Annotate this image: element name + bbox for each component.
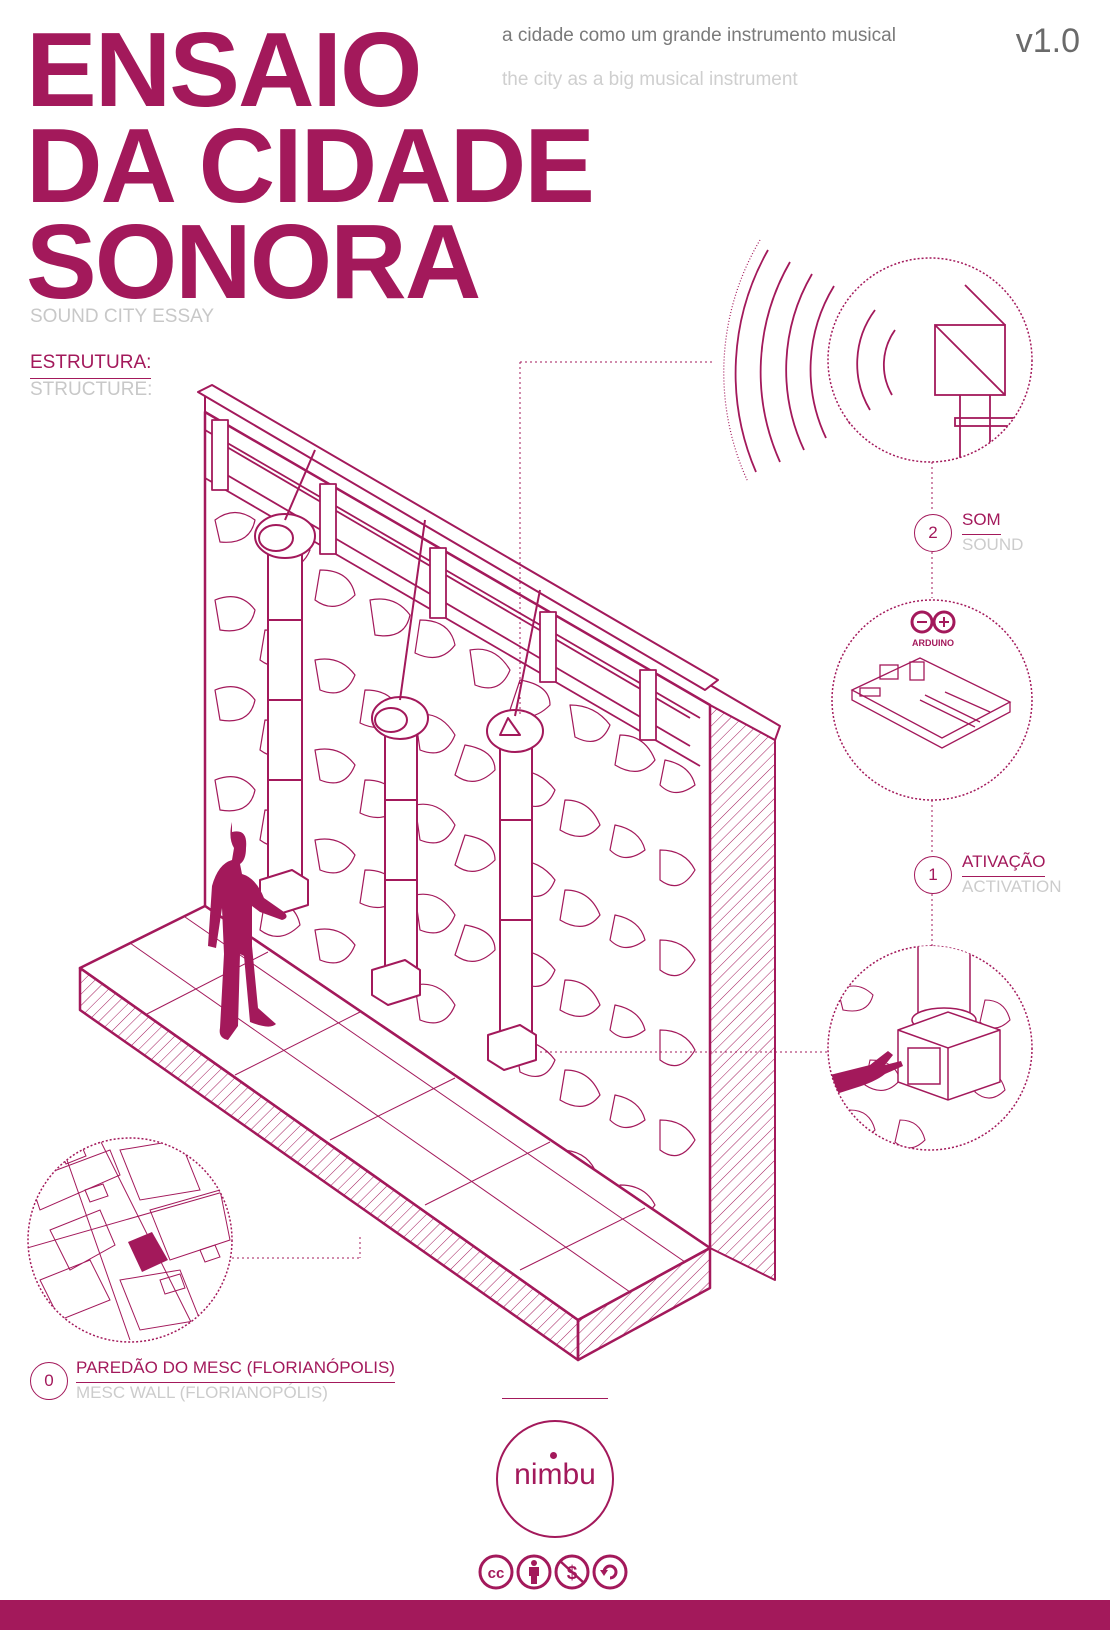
label-1-pt: ATIVAÇÃO	[962, 852, 1046, 877]
logo-divider	[502, 1398, 608, 1399]
sound-detail	[723, 239, 1033, 483]
cc-icon: cc	[478, 1554, 514, 1590]
by-icon	[516, 1554, 552, 1590]
label-2: SOM SOUND	[962, 510, 1023, 555]
arduino-detail: ARDUINO	[831, 599, 1033, 801]
railing	[204, 419, 701, 767]
wall-side	[709, 704, 776, 1281]
label-2-pt: SOM	[962, 510, 1001, 535]
label-1-number: 1	[914, 856, 952, 894]
label-1-en: ACTIVATION	[962, 877, 1062, 896]
logo-dot	[550, 1452, 557, 1459]
nc-icon: $	[554, 1554, 590, 1590]
label-0-number: 0	[30, 1362, 68, 1400]
title-line-1: ENSAIO	[26, 11, 422, 129]
title-line-3: SONORA	[26, 203, 481, 321]
pipe-2	[371, 696, 429, 1006]
version-label: v1.0	[1015, 22, 1080, 60]
platform-side	[576, 1246, 712, 1362]
hand-icon	[830, 1051, 903, 1096]
person-silhouette	[208, 822, 287, 1040]
pipe-3	[486, 709, 544, 1071]
tagline-pt: a cidade como um grande instrumento musi…	[502, 25, 896, 46]
license-icons: cc $	[478, 1554, 628, 1590]
sa-icon	[592, 1554, 628, 1590]
label-1: ATIVAÇÃO ACTIVATION	[962, 852, 1062, 897]
svg-text:cc: cc	[488, 1565, 505, 1582]
nimbu-logo: nimbu	[496, 1420, 614, 1538]
arduino-logo-icon	[910, 610, 956, 634]
title-line-2: DA CIDADE	[26, 107, 595, 225]
page-title: ENSAIO DA CIDADE SONORA	[26, 11, 595, 321]
label-0: PAREDÃO DO MESC (FLORIANÓPOLIS) MESC WAL…	[76, 1358, 395, 1403]
structure-heading: ESTRUTURA: STRUCTURE:	[30, 352, 152, 401]
tagline-en: the city as a big musical instrument	[502, 69, 798, 90]
footer-bar	[0, 1600, 1110, 1630]
wall-location-marker	[128, 1232, 168, 1272]
structure-en: STRUCTURE:	[30, 379, 153, 400]
map-detail	[27, 1137, 233, 1343]
label-2-number: 2	[914, 514, 952, 552]
label-2-en: SOUND	[962, 535, 1024, 554]
label-0-en: MESC WALL (FLORIANOPÓLIS)	[76, 1383, 328, 1402]
logo-text: nimbu	[514, 1458, 596, 1491]
arduino-label: ARDUINO	[912, 638, 954, 648]
activation-detail	[827, 945, 1033, 1151]
subtitle-en: SOUND CITY ESSAY	[30, 306, 215, 327]
label-0-pt: PAREDÃO DO MESC (FLORIANÓPOLIS)	[76, 1358, 395, 1383]
pipe-1	[254, 513, 316, 916]
arduino-board	[850, 657, 1012, 749]
